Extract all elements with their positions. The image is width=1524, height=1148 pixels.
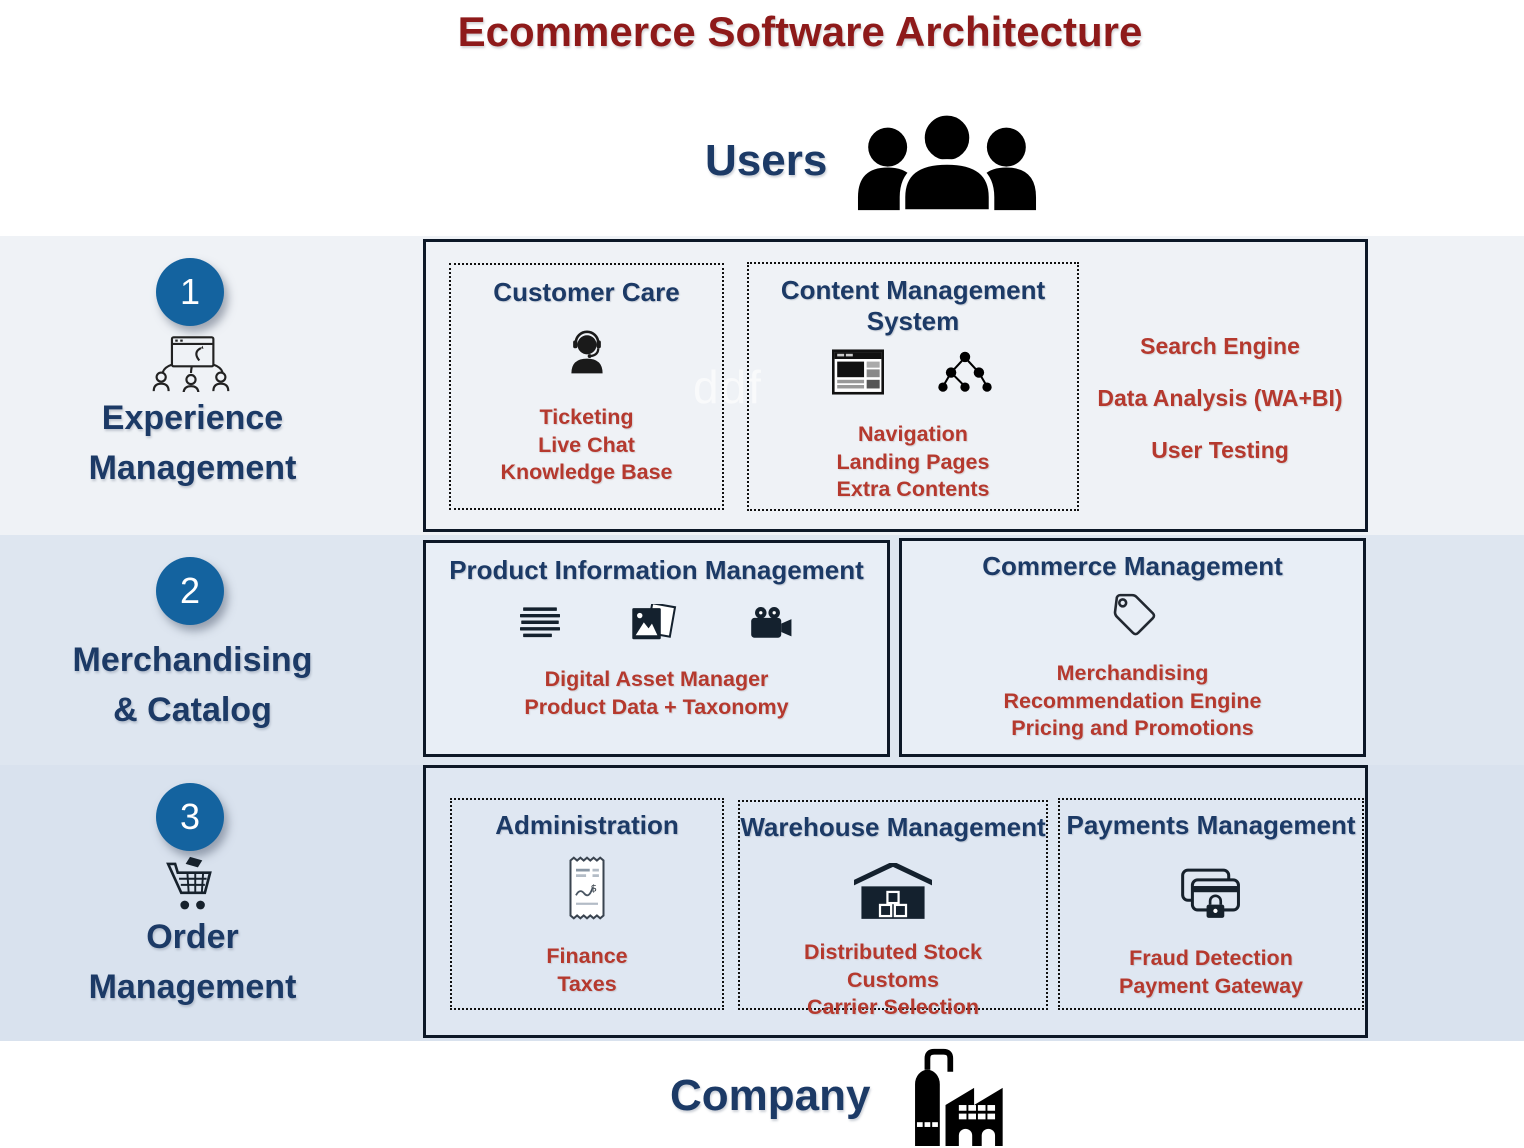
commerce-items: Merchandising Recommendation Engine Pric… [1003, 660, 1261, 743]
sitemap-icon [936, 350, 994, 394]
experience-services-list: Search Engine Data Analysis (WA+BI) User… [1080, 320, 1360, 476]
layer3-name: Order Management [5, 912, 380, 1012]
item-knowledge-base: Knowledge Base [500, 460, 673, 484]
administration-box: Administration $ Finance Taxes [450, 798, 724, 1010]
svg-text:$: $ [591, 884, 597, 895]
payments-title: Payments Management [1066, 810, 1356, 840]
text-lines-icon [519, 607, 560, 639]
item-extra-contents: Extra Contents [836, 477, 990, 501]
company-block: Company [670, 1046, 1012, 1146]
cms-title: Content Management System [780, 275, 1046, 336]
warehouse-box: Warehouse Management Distributed Stock C… [738, 800, 1048, 1019]
pim-icons [519, 604, 794, 642]
page-title: Ecommerce Software Architecture [457, 8, 1143, 55]
pim-items: Digital Asset Manager Product Data + Tax… [524, 666, 788, 721]
company-label: Company [670, 1071, 871, 1120]
audience-screen-icon [149, 334, 233, 392]
factory-icon [900, 1046, 1012, 1146]
support-agent-icon [561, 324, 613, 376]
item-ticketing: Ticketing [539, 405, 634, 429]
shopping-cart-icon [162, 856, 218, 912]
experience-band [0, 236, 1524, 535]
secure-payment-icon [1180, 867, 1242, 921]
item-recommendation-engine: Recommendation Engine [1003, 688, 1262, 713]
commerce-title: Commerce Management [982, 551, 1283, 581]
item-search-engine: Search Engine [1140, 333, 1300, 359]
customer-care-title: Customer Care [493, 277, 680, 307]
item-merchandising: Merchandising [1056, 661, 1209, 685]
webpage-icon [832, 349, 884, 395]
pim-title: Product Information Management [449, 555, 864, 585]
customer-care-box: Customer Care Ticketing Live Chat Knowle… [449, 263, 724, 510]
cms-icons [832, 349, 994, 395]
layer1-name-line1: Experience [101, 399, 284, 437]
users-block: Users [705, 110, 1041, 212]
layer2-name: Merchandising & Catalog [5, 635, 380, 735]
layer1-name-line2: Management [88, 449, 297, 487]
experience-outer-box [423, 239, 1368, 532]
item-pricing-promotions: Pricing and Promotions [1011, 716, 1254, 740]
item-data-analysis: Data Analysis (WA+BI) [1097, 385, 1343, 411]
item-digital-asset-manager: Digital Asset Manager [544, 667, 769, 691]
item-finance: Finance [546, 944, 628, 968]
cms-box: Content Management System [747, 262, 1079, 511]
layer2-number-badge: 2 [156, 557, 224, 625]
users-group-icon [853, 110, 1041, 212]
warehouse-title: Warehouse Management [740, 812, 1046, 842]
price-tag-icon [1109, 590, 1157, 638]
photos-icon [630, 604, 678, 642]
administration-items: Finance Taxes [546, 943, 627, 998]
layer3-name-line1: Order [146, 918, 239, 956]
item-payment-gateway: Payment Gateway [1118, 973, 1304, 998]
layer2-name-line2: & Catalog [113, 691, 272, 729]
payments-items: Fraud Detection Payment Gateway [1119, 945, 1303, 1000]
layer3-name-line2: Management [88, 968, 297, 1006]
item-landing-pages: Landing Pages [836, 449, 990, 474]
layer1-number-badge: 1 [156, 258, 224, 326]
item-product-data-taxonomy: Product Data + Taxonomy [524, 694, 789, 719]
item-fraud-detection: Fraud Detection [1129, 946, 1293, 970]
users-label: Users [705, 136, 828, 185]
item-customs: Customs [847, 967, 939, 992]
item-carrier-selection: Carrier Selection [806, 995, 980, 1019]
layer1-name: Experience Management [5, 393, 380, 493]
warehouse-icon [854, 863, 932, 919]
cms-items: Navigation Landing Pages Extra Contents [837, 421, 990, 504]
pim-box: Product Information Management [423, 540, 890, 757]
receipt-icon: $ [566, 855, 608, 921]
warehouse-items: Distributed Stock Customs Carrier Select… [804, 939, 982, 1022]
item-user-testing: User Testing [1151, 437, 1289, 463]
customer-care-items: Ticketing Live Chat Knowledge Base [500, 404, 672, 487]
administration-title: Administration [495, 810, 679, 840]
layer2-name-line1: Merchandising [72, 641, 313, 679]
layer3-number-badge: 3 [156, 783, 224, 851]
item-live-chat: Live Chat [538, 432, 635, 457]
item-taxes: Taxes [557, 971, 617, 996]
item-distributed-stock: Distributed Stock [804, 940, 982, 964]
payments-box: Payments Management Fraud Detection Paym… [1058, 798, 1364, 1010]
video-camera-icon [748, 606, 794, 640]
commerce-box: Commerce Management Merchandising Recomm… [899, 538, 1366, 757]
item-navigation: Navigation [858, 422, 968, 446]
